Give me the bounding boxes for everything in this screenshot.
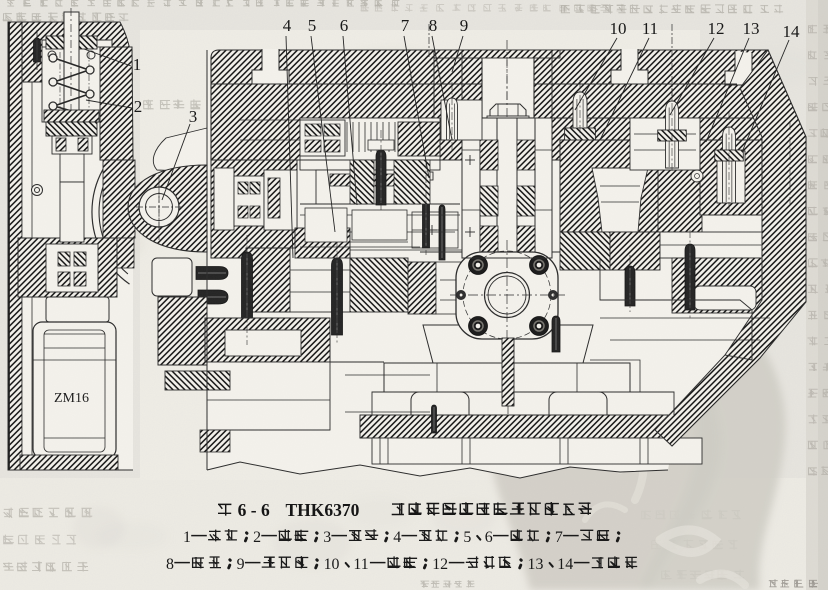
svg-text:4: 4 <box>283 16 292 35</box>
svg-text:8: 8 <box>166 556 174 573</box>
svg-text:7: 7 <box>401 16 410 35</box>
svg-text:8: 8 <box>429 16 438 35</box>
svg-text:2: 2 <box>253 529 261 546</box>
svg-text:2: 2 <box>134 97 143 116</box>
svg-text:6: 6 <box>485 529 493 546</box>
svg-text:13: 13 <box>528 556 544 573</box>
svg-text:10: 10 <box>324 556 340 573</box>
svg-text:11: 11 <box>642 19 658 38</box>
svg-text:11: 11 <box>353 556 368 573</box>
svg-text:5: 5 <box>463 529 471 546</box>
svg-text:7: 7 <box>555 529 563 546</box>
svg-text:12: 12 <box>708 19 725 38</box>
svg-text:12: 12 <box>432 556 448 573</box>
svg-text:14: 14 <box>783 22 801 41</box>
svg-text:ZM16: ZM16 <box>54 391 89 406</box>
svg-text:5: 5 <box>308 16 317 35</box>
svg-text:1: 1 <box>133 55 142 74</box>
svg-text:10: 10 <box>610 19 627 38</box>
svg-text:14: 14 <box>557 556 573 573</box>
svg-text:3: 3 <box>189 107 198 126</box>
svg-text:9: 9 <box>460 16 469 35</box>
svg-text:6 - 6: 6 - 6 <box>233 500 270 520</box>
svg-text:6: 6 <box>340 16 349 35</box>
svg-text:3: 3 <box>323 529 331 546</box>
svg-text:1: 1 <box>183 529 191 546</box>
svg-text:THK6370: THK6370 <box>286 500 364 520</box>
svg-text:9: 9 <box>237 556 245 573</box>
svg-text:4: 4 <box>393 529 401 546</box>
svg-text:13: 13 <box>743 19 760 38</box>
